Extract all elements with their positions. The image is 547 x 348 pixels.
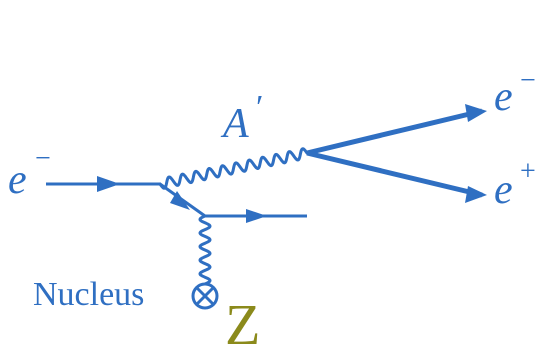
dark-photon-label: A — [220, 101, 249, 147]
outgoing-electron-arrow — [465, 104, 487, 122]
nucleus-symbol-cross-2 — [195, 286, 215, 306]
scattered-electron-arrow-2 — [246, 209, 267, 223]
incoming-electron-arrow — [97, 176, 120, 192]
outgoing-positron-arrow — [465, 186, 487, 203]
scattered-electron-arrow-1 — [170, 191, 190, 210]
outgoing-electron-line — [306, 108, 483, 156]
incoming-electron-charge-label: − — [35, 143, 51, 174]
dark-photon-wavy-line — [158, 147, 309, 190]
nucleus-label: Nucleus — [33, 276, 144, 313]
outgoing-positron-line — [306, 150, 483, 198]
nucleus-charge-label: Z — [225, 292, 260, 348]
outgoing-electron-charge-label: − — [520, 65, 536, 96]
outgoing-positron-label: e — [494, 167, 513, 213]
dark-photon-prime-label: ′ — [256, 89, 263, 126]
outgoing-electron-label: e — [494, 74, 513, 120]
nucleus-wavy-line — [198, 214, 212, 286]
incoming-electron-label: e — [8, 157, 27, 203]
nucleus-symbol-circle — [191, 282, 219, 310]
outgoing-positron-charge-label: + — [520, 156, 536, 187]
